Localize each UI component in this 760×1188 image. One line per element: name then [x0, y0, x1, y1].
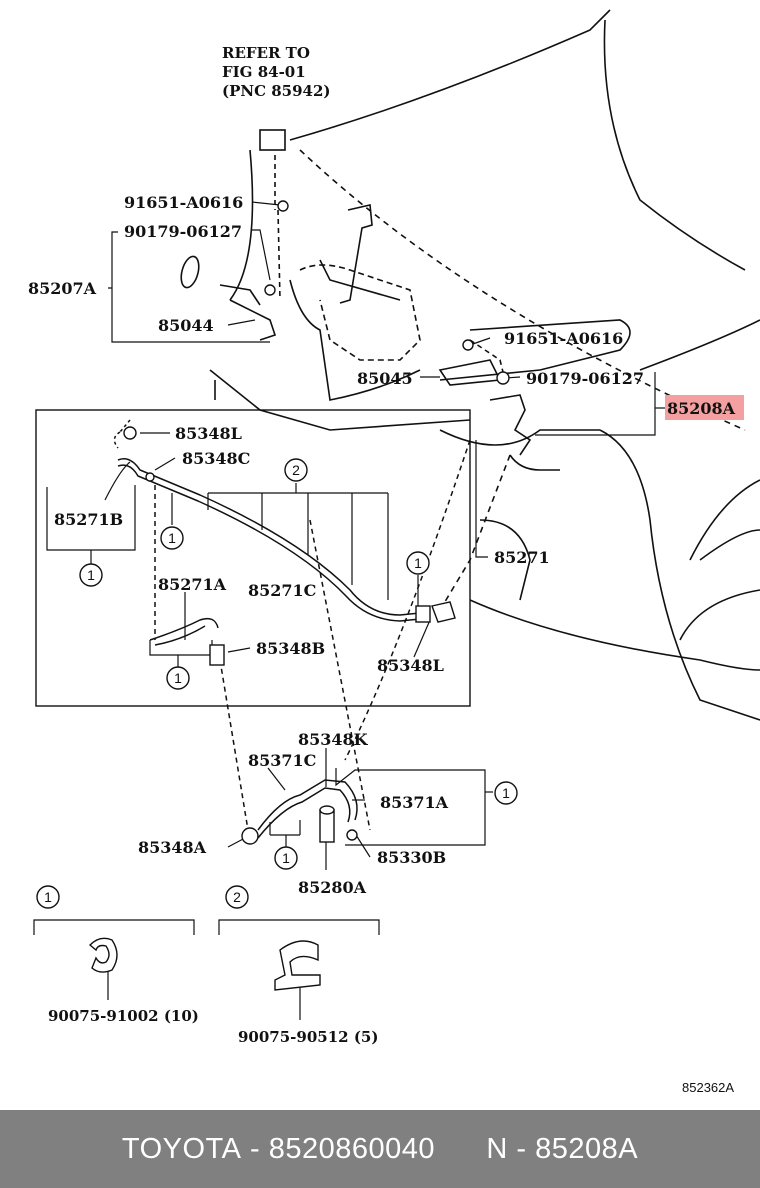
footer-sep-1: -: [241, 1132, 269, 1165]
callout-2-hose: 2: [292, 462, 300, 478]
hose-lines: [113, 419, 471, 839]
label-85207A[interactable]: 85207A: [28, 279, 97, 298]
footer-part-number: 8520860040: [268, 1132, 436, 1165]
parts-diagram: 2 1 1 1 1 1 1 1 2 REFER TO FIG 84-01 (PN…: [28, 9, 760, 1095]
label-85348A[interactable]: 85348A: [138, 838, 207, 857]
callout-1-d: 1: [174, 670, 182, 686]
label-85348K[interactable]: 85348K: [298, 730, 369, 749]
callout-1-f: 1: [282, 850, 290, 866]
label-85348L-bottom[interactable]: 85348L: [377, 656, 444, 675]
legend-callout-2: 2: [233, 889, 241, 905]
footer-label-prefix: N: [486, 1132, 508, 1165]
vehicle-outline: [180, 9, 760, 721]
label-85271C[interactable]: 85271C: [248, 581, 316, 600]
callout-circles: [36, 458, 518, 909]
footer-part-code: 85208A: [535, 1132, 639, 1165]
footer-brand: TOYOTA: [121, 1132, 242, 1165]
refer-note-line2: FIG 84-01: [222, 63, 306, 81]
label-90075-90512[interactable]: 90075-90512 (5): [238, 1028, 378, 1046]
label-85348B[interactable]: 85348B: [256, 639, 325, 658]
footer-gap: [435, 1133, 486, 1166]
callout-1-b: 1: [87, 567, 95, 583]
highlight-85208A: [665, 395, 744, 420]
label-91651-top[interactable]: 91651-A0616: [124, 193, 243, 212]
label-85371A[interactable]: 85371A: [380, 793, 449, 812]
label-85271[interactable]: 85271: [494, 548, 550, 567]
label-85371C[interactable]: 85371C: [248, 751, 316, 770]
callout-numbers: 2 1 1 1 1 1 1 1 2: [44, 462, 510, 905]
label-91651-right[interactable]: 91651-A0616: [504, 329, 623, 348]
label-85348C[interactable]: 85348C: [182, 449, 250, 468]
label-85271A[interactable]: 85271A: [158, 575, 227, 594]
diagram-code: 852362A: [682, 1080, 734, 1095]
hose-detail-box: [35, 409, 471, 707]
label-85280A[interactable]: 85280A: [298, 878, 367, 897]
label-90075-91002[interactable]: 90075-91002 (10): [48, 1007, 199, 1025]
footer-sep-2: -: [507, 1132, 536, 1165]
refer-note-line1: REFER TO: [222, 44, 310, 62]
label-90179-right[interactable]: 90179-06127: [526, 369, 644, 388]
footer-bar: TOYOTA - 8520860040 N - 85208A: [0, 1110, 760, 1188]
label-90179-top[interactable]: 90179-06127: [124, 222, 242, 241]
label-85208A[interactable]: 85208A: [667, 399, 736, 418]
label-85045[interactable]: 85045: [357, 369, 413, 388]
part-labels: REFER TO FIG 84-01 (PNC 85942) 91651-A06…: [28, 44, 736, 1095]
label-85348L-top[interactable]: 85348L: [175, 424, 242, 443]
label-85044[interactable]: 85044: [158, 316, 214, 335]
legend-callout-1: 1: [44, 889, 52, 905]
leader-lines: [33, 201, 665, 1020]
callout-1-e: 1: [502, 785, 510, 801]
callout-1-a: 1: [168, 530, 176, 546]
label-85271B[interactable]: 85271B: [54, 510, 123, 529]
label-85330B[interactable]: 85330B: [377, 848, 446, 867]
callout-1-c: 1: [414, 555, 422, 571]
part-glyphs: [88, 200, 510, 991]
refer-note-line3: (PNC 85942): [222, 82, 331, 100]
